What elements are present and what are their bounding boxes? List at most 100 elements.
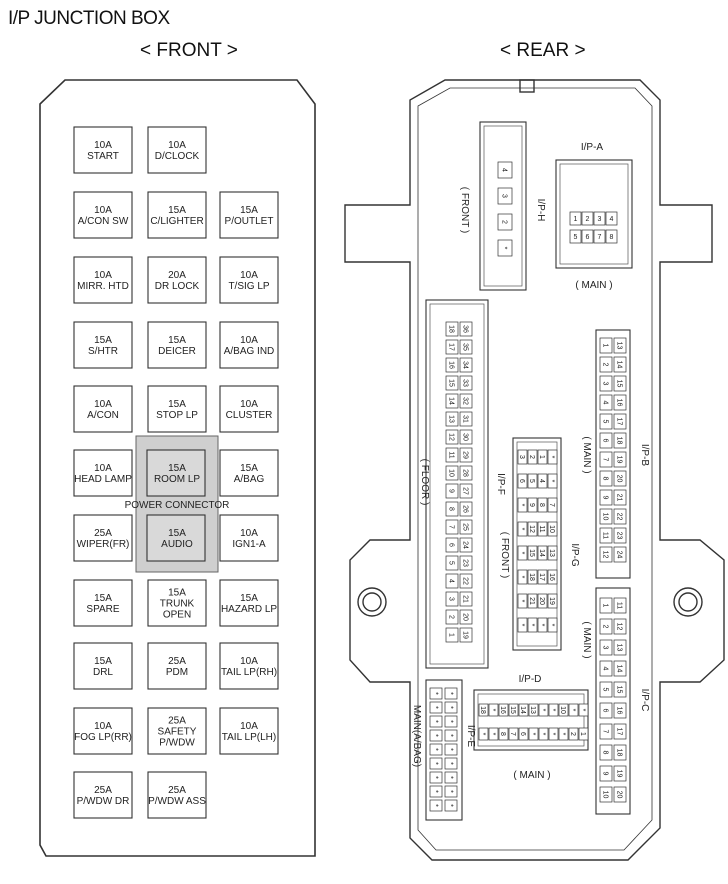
pin-cell xyxy=(548,703,559,717)
pin-label: * xyxy=(518,624,525,627)
pin-cell xyxy=(429,743,443,756)
pin-label: 3 xyxy=(602,382,609,386)
pin-cell xyxy=(599,681,613,698)
connector-label: I/P-G xyxy=(569,543,580,567)
connector-label: I/P-F xyxy=(495,473,506,495)
pin-label: 17 xyxy=(538,573,545,581)
pin-label: * xyxy=(479,733,486,736)
pin-cell xyxy=(613,413,627,430)
pin-cell xyxy=(613,546,627,563)
pin-cell xyxy=(445,483,459,499)
pin-cell xyxy=(444,715,458,728)
pin-label: 3 xyxy=(518,455,525,459)
pin-cell xyxy=(537,449,548,465)
pin-cell xyxy=(445,321,459,337)
pin-cell xyxy=(429,771,443,784)
connector-housing xyxy=(479,121,527,291)
pin-cell xyxy=(444,743,458,756)
pin-cell xyxy=(613,451,627,468)
fuse-amp: 15A xyxy=(168,588,186,599)
fuse-name: DEICER xyxy=(158,346,196,357)
pin-cell xyxy=(518,703,529,717)
fuse-amp: 15A xyxy=(168,528,186,539)
pin-cell xyxy=(613,337,627,354)
pin-label: 17 xyxy=(616,728,623,736)
pin-label: * xyxy=(549,709,556,712)
pin-label: 21 xyxy=(616,494,623,502)
pin-label: * xyxy=(432,804,439,807)
pin-cell xyxy=(599,702,613,719)
fuse-box xyxy=(147,642,207,690)
pin-label: * xyxy=(432,720,439,723)
pin-label: 33 xyxy=(462,379,469,387)
pin-cell xyxy=(459,627,473,643)
pin-label: 16 xyxy=(616,707,623,715)
pin-label: 16 xyxy=(499,706,506,714)
pin-label: * xyxy=(538,624,545,627)
pin-cell xyxy=(444,771,458,784)
pin-label: * xyxy=(518,552,525,555)
pin-cell xyxy=(498,727,509,741)
pin-label: 20 xyxy=(462,613,469,621)
pin-cell xyxy=(599,546,613,563)
pin-cell xyxy=(537,593,548,609)
fuse-name: D/CLOCK xyxy=(155,151,200,162)
fuse-name: CLUSTER xyxy=(226,410,273,421)
connector-sublabel: ( FRONT ) xyxy=(459,187,470,233)
fuse-box xyxy=(147,321,207,369)
pin-label: 14 xyxy=(538,549,545,557)
pin-cell xyxy=(599,744,613,761)
fuse-name: ROOM LP xyxy=(154,474,200,485)
pin-cell xyxy=(508,703,519,717)
pin-label: 1 xyxy=(602,344,609,348)
pin-cell xyxy=(527,521,538,537)
fuse-name: IGN1-A xyxy=(232,539,266,550)
pin-cell xyxy=(445,465,459,481)
connector-inner xyxy=(559,163,629,265)
fuse-box xyxy=(73,771,133,819)
fuse-name: C/LIGHTER xyxy=(150,216,203,227)
pin-cell xyxy=(599,394,613,411)
pin-cell xyxy=(613,489,627,506)
fuse-box xyxy=(147,707,207,755)
pin-cell xyxy=(445,429,459,445)
rear-box-outline xyxy=(344,79,725,861)
pin-label: 2 xyxy=(501,220,508,224)
pin-cell xyxy=(537,473,548,489)
pin-cell xyxy=(444,729,458,742)
pin-label: * xyxy=(569,709,576,712)
connector-housing xyxy=(512,437,562,651)
pin-label: 12 xyxy=(616,623,623,631)
pin-label: 10 xyxy=(602,513,609,521)
pin-cell xyxy=(599,375,613,392)
fuse-name: T/SIG LP xyxy=(228,281,269,292)
pin-label: 10 xyxy=(448,469,455,477)
pin-label: 1 xyxy=(602,604,609,608)
fuse-box xyxy=(219,385,279,433)
pin-cell xyxy=(444,785,458,798)
pin-cell xyxy=(459,393,473,409)
fuse-name: A/CON xyxy=(87,410,119,421)
pin-label: 13 xyxy=(529,706,536,714)
pin-label: 1 xyxy=(448,633,455,637)
fuse-box xyxy=(219,321,279,369)
pin-label: 35 xyxy=(462,343,469,351)
pin-cell xyxy=(459,591,473,607)
fuse-name: DRL xyxy=(93,667,113,678)
pin-label: * xyxy=(548,624,555,627)
pin-label: * xyxy=(489,733,496,736)
fuse-box xyxy=(219,256,279,304)
pin-label: 4 xyxy=(448,579,455,583)
pin-label: * xyxy=(447,720,454,723)
pin-cell xyxy=(599,765,613,782)
pin-cell xyxy=(517,521,528,537)
pin-cell xyxy=(497,161,513,179)
pin-cell xyxy=(613,527,627,544)
pin-cell xyxy=(548,727,559,741)
